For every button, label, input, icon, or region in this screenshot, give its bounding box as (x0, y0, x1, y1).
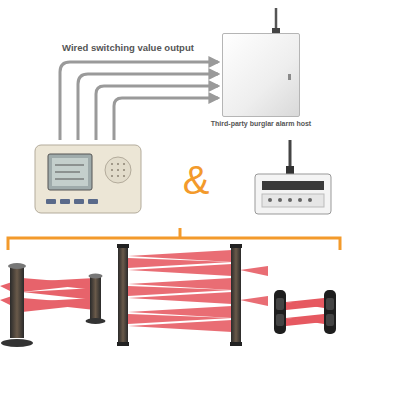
output-arrows (60, 62, 218, 140)
alarm-panel (35, 145, 141, 213)
ampersand-sign: & (183, 158, 210, 203)
node-caption: Third-party burglar alarm host (211, 120, 311, 127)
twin-beam-detectors (274, 290, 336, 334)
host-cabinet (222, 33, 300, 117)
beam-fence (117, 244, 268, 346)
wireless-module (255, 140, 331, 214)
bollard-detectors (0, 263, 106, 347)
output-label: Wired switching value output (62, 42, 194, 53)
host-antenna (272, 8, 280, 33)
cabinet-latch (288, 74, 291, 80)
bracket (8, 228, 340, 250)
alarm-host: Third-party burglar alarm host (211, 33, 311, 127)
